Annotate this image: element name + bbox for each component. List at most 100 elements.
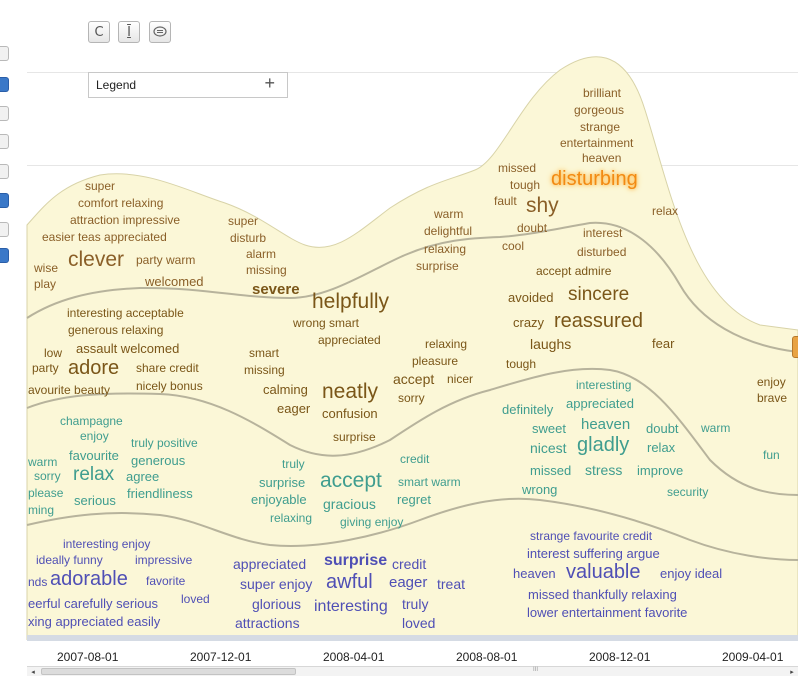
river-word[interactable]: definitely (502, 402, 554, 417)
river-word[interactable]: neatly (322, 380, 379, 403)
legend-expand-icon[interactable]: + (264, 73, 275, 93)
river-word[interactable]: smart (249, 346, 279, 360)
river-word[interactable]: glorious (252, 596, 302, 612)
river-word[interactable]: appreciated (566, 396, 634, 411)
river-word[interactable]: crazy (513, 315, 545, 330)
river-word[interactable]: truly (402, 596, 429, 612)
river-word[interactable]: friendliness (127, 486, 193, 501)
river-word[interactable]: relax (73, 464, 115, 485)
river-word[interactable]: doubt (517, 221, 548, 235)
river-word[interactable]: laughs (530, 336, 572, 352)
river-word[interactable]: security (667, 485, 709, 499)
scroll-right-icon[interactable]: ▸ (790, 668, 794, 676)
river-word[interactable]: accept admire (536, 264, 612, 278)
river-word[interactable]: fear (652, 336, 675, 351)
river-word[interactable]: interest (583, 226, 623, 240)
river-word[interactable]: credit (392, 556, 427, 572)
river-word[interactable]: tough (510, 178, 541, 192)
river-word[interactable]: credit (400, 452, 430, 466)
river-word[interactable]: wise (34, 261, 59, 275)
river-word[interactable]: eager (389, 574, 428, 591)
river-word[interactable]: welcomed (145, 274, 204, 289)
river-word[interactable]: calming (263, 382, 308, 397)
river-word[interactable]: sorry (34, 469, 61, 483)
river-word[interactable]: loved (402, 615, 436, 631)
river-word[interactable]: missed (530, 463, 572, 478)
river-word[interactable]: missing (244, 363, 285, 377)
river-word[interactable]: assault welcomed (76, 341, 180, 356)
river-word[interactable]: warm (28, 455, 58, 469)
river-word-highlighted[interactable]: disturbing (551, 168, 638, 190)
river-word[interactable]: appreciated (233, 556, 307, 572)
river-word[interactable]: eager (277, 401, 311, 416)
river-word[interactable]: share credit (136, 361, 199, 375)
river-word[interactable]: agree (126, 469, 160, 484)
river-word[interactable]: relaxing (270, 511, 313, 525)
river-word[interactable]: sorry (398, 391, 425, 405)
river-word[interactable]: generous (131, 453, 186, 468)
comment-button[interactable] (149, 21, 171, 43)
edge-checkbox-checked[interactable] (0, 77, 9, 92)
river-word[interactable]: wrong (522, 482, 558, 497)
river-word[interactable]: accept (320, 469, 382, 492)
river-word[interactable]: alarm (246, 247, 277, 261)
river-word[interactable]: pleasure (412, 354, 459, 368)
river-word[interactable]: relax (652, 204, 679, 218)
river-word[interactable]: fun (763, 448, 780, 462)
river-band-area[interactable] (26, 56, 798, 640)
river-word[interactable]: serious (74, 493, 116, 508)
river-word[interactable]: truly (282, 457, 305, 471)
river-word[interactable]: sincere (568, 284, 630, 305)
river-word[interactable]: doubt (646, 421, 679, 436)
river-word[interactable]: surprise (324, 552, 388, 569)
river-word[interactable]: disturbed (577, 245, 627, 259)
text-select-button[interactable]: I (118, 21, 140, 43)
river-word[interactable]: surprise (259, 475, 306, 490)
edge-control[interactable] (0, 46, 9, 61)
river-word[interactable]: favourite (69, 448, 119, 463)
river-word[interactable]: interesting (576, 378, 632, 392)
river-word[interactable]: gladly (577, 434, 630, 456)
river-word[interactable]: avourite beauty (28, 383, 111, 397)
river-word[interactable]: gracious (323, 496, 376, 512)
river-word[interactable]: heaven (513, 566, 556, 581)
river-word[interactable]: enjoy (80, 429, 109, 443)
scroll-left-icon[interactable]: ◂ (31, 668, 35, 676)
river-word[interactable]: heaven (581, 416, 631, 433)
river-word[interactable]: attractions (235, 615, 300, 631)
river-word[interactable]: entertainment (560, 136, 634, 150)
river-word[interactable]: brilliant (583, 86, 622, 100)
horizontal-scrollbar[interactable]: ◂ III ▸ (27, 666, 798, 676)
river-word[interactable]: treat (437, 576, 466, 592)
river-word[interactable]: giving enjoy (340, 515, 404, 529)
scroll-thumb[interactable] (41, 668, 296, 675)
river-word[interactable]: appreciated (318, 333, 381, 347)
river-word[interactable]: delightful (424, 224, 473, 238)
river-word[interactable]: comfort relaxing (78, 196, 164, 210)
legend-panel[interactable]: Legend + (88, 72, 288, 98)
river-word[interactable]: clever (68, 248, 125, 271)
river-word[interactable]: improve (637, 463, 684, 478)
river-word[interactable]: reassured (554, 310, 643, 332)
river-word[interactable]: nds (28, 575, 48, 589)
river-word[interactable]: super enjoy (240, 576, 313, 592)
river-word[interactable]: easier teas appreciated (42, 230, 167, 244)
river-word[interactable]: avoided (508, 290, 554, 305)
river-word[interactable]: interesting acceptable (67, 306, 184, 320)
river-word[interactable]: truly positive (131, 436, 198, 450)
river-word[interactable]: relaxing (425, 337, 468, 351)
river-word[interactable]: low (44, 346, 63, 360)
edge-checkbox-checked[interactable] (0, 193, 9, 208)
river-word[interactable]: relax (647, 440, 676, 455)
river-word[interactable]: missed (498, 161, 537, 175)
river-word[interactable]: smart warm (398, 475, 461, 489)
river-word[interactable]: warm (434, 207, 464, 221)
river-word[interactable]: eerful carefully serious (28, 596, 159, 611)
river-word[interactable]: loved (181, 592, 210, 606)
river-word[interactable]: strange favourite credit (530, 529, 653, 543)
river-word[interactable]: ming (28, 503, 55, 517)
river-word[interactable]: super (85, 179, 116, 193)
river-word[interactable]: helpfully (312, 290, 390, 313)
river-word[interactable]: enjoy ideal (660, 566, 723, 581)
river-word[interactable]: strange (580, 120, 621, 134)
